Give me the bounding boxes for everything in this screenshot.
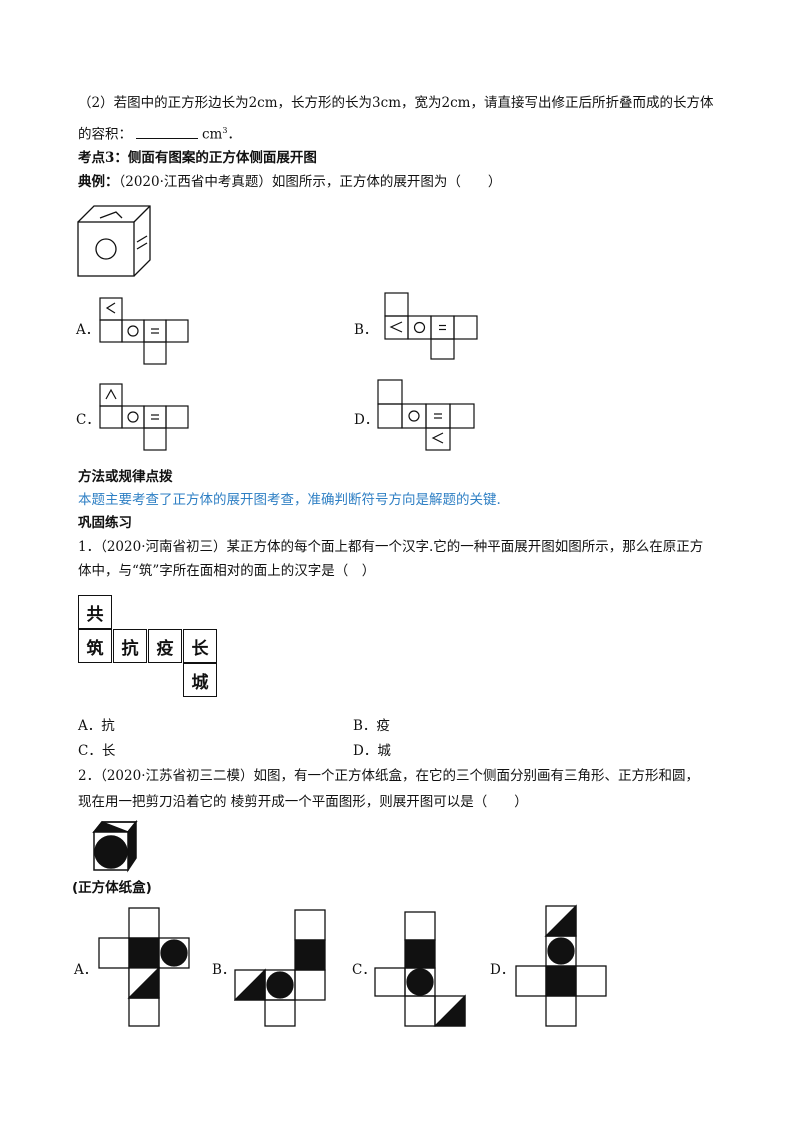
q1-option-c-text: 长 <box>101 743 116 759</box>
q2-option-b-label[interactable]: B． <box>212 962 236 978</box>
practice-heading: 巩固练习 <box>78 515 132 531</box>
practice-q2-line1: 2．（2020·江苏省初三二模）如图，有一个正方体纸盒，在它的三个侧面分别画有三… <box>78 768 699 784</box>
q1-option-a[interactable]: A．抗 <box>78 716 115 736</box>
method-text: 本题主要考查了正方体的展开图考查，准确判断符号方向是解题的关键. <box>78 492 501 508</box>
example-text: （2020·江西省中考真题）如图所示，正方体的展开图为（ ） <box>118 174 502 190</box>
example-option-d-net[interactable] <box>376 378 476 452</box>
example-option-c-label[interactable]: C． <box>76 412 100 428</box>
period: ． <box>227 126 241 143</box>
example-option-c-net[interactable] <box>98 382 192 452</box>
q1-option-a-label: A． <box>78 718 102 734</box>
q1-option-b-text: 疫 <box>376 718 390 734</box>
q2-option-c-net[interactable] <box>374 908 468 1028</box>
net-cell-gong: 共 <box>78 595 112 629</box>
example-option-b-label[interactable]: B． <box>354 322 378 338</box>
net-cell-yi: 疫 <box>148 629 182 663</box>
q1-option-c[interactable]: C．长 <box>78 741 115 761</box>
net-cell-cheng: 城 <box>183 663 217 697</box>
q2-option-a-label[interactable]: A． <box>74 962 98 978</box>
net-cell-kang: 抗 <box>113 629 147 663</box>
example-question: 典例：（2020·江西省中考真题）如图所示，正方体的展开图为（ ） <box>78 172 501 192</box>
example-option-d-label[interactable]: D． <box>354 412 379 428</box>
q1-option-d-label: D． <box>353 743 378 759</box>
paper-box-cube-figure <box>92 819 138 873</box>
example-option-b-net[interactable] <box>383 291 479 361</box>
q2-option-b-net[interactable] <box>234 908 328 1028</box>
section-heading: 考点3：侧面有图案的正方体侧面展开图 <box>78 150 317 166</box>
practice-q2-line2: 现在用一把剪刀沿着它的 棱剪开成一个平面图形，则展开图可以是（ ） <box>78 794 528 810</box>
q2-option-d-net[interactable] <box>514 904 608 1028</box>
volume-unit-exponent: 3 <box>222 126 228 135</box>
example-label: 典例： <box>78 174 119 190</box>
paper-box-caption: (正方体纸盒) <box>72 880 152 896</box>
example-option-a-net[interactable] <box>98 296 192 366</box>
answer-blank[interactable] <box>136 124 198 139</box>
q1-option-d-text: 城 <box>377 743 391 759</box>
method-heading: 方法或规律点拨 <box>78 469 173 485</box>
q1-option-c-label: C． <box>78 743 102 759</box>
q2-option-c-label[interactable]: C． <box>352 962 376 978</box>
q1-option-d[interactable]: D．城 <box>353 741 391 761</box>
character-net-figure: 共 筑 抗 疫 长 城 <box>78 595 220 701</box>
example-cube-figure <box>77 205 151 277</box>
net-cell-chang: 长 <box>183 629 217 663</box>
q1-option-b[interactable]: B．疫 <box>353 716 390 736</box>
example-option-a-label[interactable]: A． <box>76 322 100 338</box>
volume-unit: cm <box>202 126 223 143</box>
q2-option-d-label[interactable]: D． <box>490 962 515 978</box>
q1-option-b-label: B． <box>353 718 377 734</box>
sub-question-2-line2: 的容积： cm3． <box>78 121 241 145</box>
q1-option-a-text: 抗 <box>101 718 115 734</box>
q2-option-a-net[interactable] <box>96 906 192 1028</box>
practice-q1-line1: 1．（2020·河南省初三）某正方体的每个面上都有一个汉字.它的一种平面展开图如… <box>78 539 704 555</box>
practice-q1-line2: 体中，与“筑”字所在面相对的面上的汉字是（ ） <box>78 563 376 579</box>
volume-label: 的容积： <box>78 126 132 143</box>
net-cell-zhu: 筑 <box>78 629 112 663</box>
sub-question-2-line1: （2）若图中的正方形边长为2cm，长方形的长为3cm，宽为2cm，请直接写出修正… <box>78 95 714 111</box>
